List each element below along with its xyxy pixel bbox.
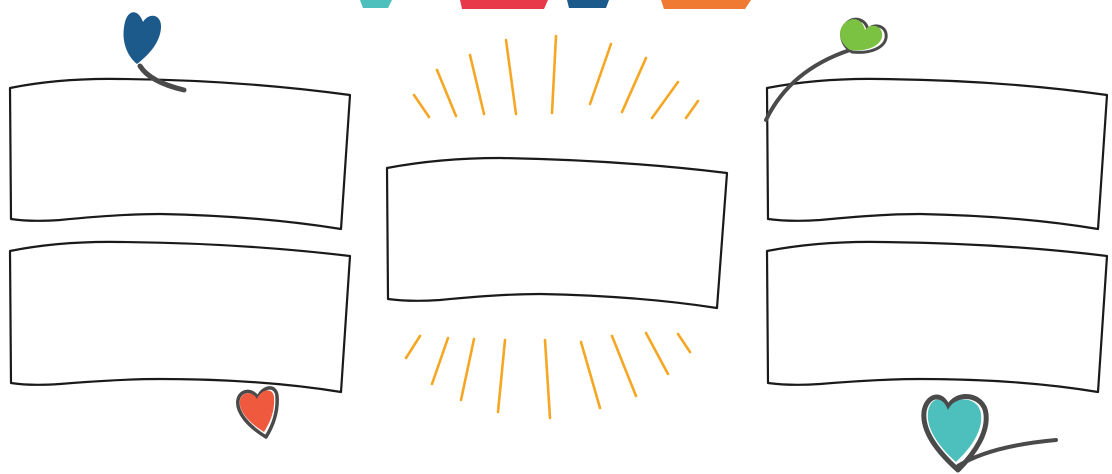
frame-top-right[interactable] xyxy=(767,79,1107,229)
sunburst-ray-bottom-4 xyxy=(498,340,505,412)
sunburst-ray-top-8 xyxy=(652,82,678,118)
frame-bottom-left[interactable] xyxy=(10,242,350,392)
frame-center[interactable] xyxy=(387,158,727,308)
sunburst-ray-top-9 xyxy=(686,101,698,118)
sunburst-ray-top-4 xyxy=(506,40,516,114)
sunburst-ray-top-1 xyxy=(414,95,429,117)
sunburst-ray-top-2 xyxy=(437,70,456,116)
heart-navy-shape xyxy=(124,12,162,64)
sunburst-ray-bottom-3 xyxy=(461,339,474,400)
banner-fragment-orange xyxy=(661,0,751,9)
sunburst-ray-bottom-6 xyxy=(581,342,600,408)
heart-teal-icon xyxy=(924,397,1056,470)
banner-fragment-navy xyxy=(567,0,609,8)
sunburst-rays-top xyxy=(414,36,698,118)
sunburst-ray-bottom-2 xyxy=(432,338,448,384)
sunburst-ray-top-3 xyxy=(470,55,484,114)
sunburst-ray-bottom-9 xyxy=(678,334,690,352)
sunburst-ray-bottom-7 xyxy=(612,336,636,396)
frame-bottom-right[interactable] xyxy=(767,242,1107,392)
sunburst-ray-bottom-1 xyxy=(406,336,420,358)
sunburst-ray-top-5 xyxy=(552,36,556,113)
heart-coral-icon xyxy=(238,388,277,437)
sunburst-ray-top-7 xyxy=(622,58,646,112)
sunburst-ray-bottom-8 xyxy=(646,333,668,374)
banner-fragment-teal xyxy=(360,0,392,8)
sunburst-ray-bottom-5 xyxy=(545,340,550,418)
frame-top-left[interactable] xyxy=(10,79,350,229)
heart-green-shape xyxy=(840,19,882,50)
sunburst-rays-bottom xyxy=(406,333,690,418)
banner-fragments xyxy=(360,0,751,9)
sunburst-ray-top-6 xyxy=(590,44,611,104)
banner-fragment-red xyxy=(460,0,548,9)
text-frames xyxy=(10,79,1107,392)
